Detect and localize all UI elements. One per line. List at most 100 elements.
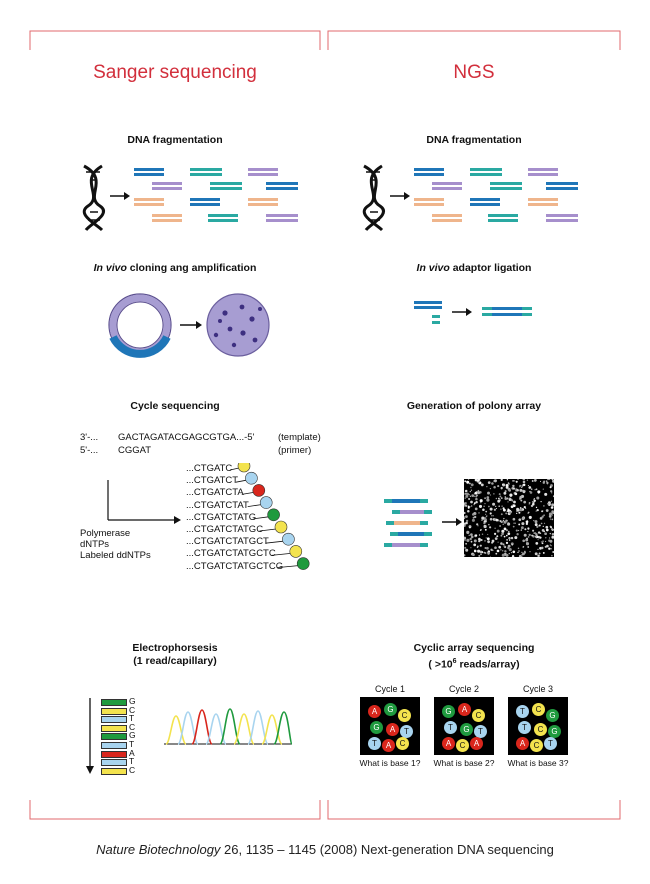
polony-array-title: Generation of polony array <box>406 400 542 412</box>
product-connector <box>259 528 277 532</box>
gel-band-bar <box>101 742 127 749</box>
gel-band: C <box>101 704 141 715</box>
product-connector <box>241 492 254 495</box>
bead: C <box>396 737 409 750</box>
gel-band-bar <box>101 699 127 706</box>
gel-band: G <box>101 696 141 706</box>
gel-band-bar <box>101 716 127 724</box>
bead: T <box>368 737 381 750</box>
product-connector <box>235 479 247 483</box>
sequencing-product: ...CTGATCT <box>186 475 239 487</box>
petri-dish-icon <box>206 293 270 357</box>
ngs-fragmentation-diagram <box>362 164 578 232</box>
polony-array-image <box>464 479 554 557</box>
labeled-ddntp-dot <box>274 520 288 534</box>
bead: G <box>442 705 455 718</box>
bead: G <box>548 725 561 738</box>
reagent-polymerase: Polymerase <box>80 528 131 539</box>
cycle-sequencing-title: Cycle sequencing <box>130 400 220 412</box>
labeled-ddntp-dot <box>252 484 266 497</box>
product-connector <box>247 504 262 507</box>
bead: A <box>470 737 483 750</box>
labeled-ddntp-dot <box>296 557 310 570</box>
ngs-adaptor-diagram <box>414 301 532 324</box>
labeled-ddntp-dot <box>289 545 303 558</box>
citation-details: 26, 1135 – 1145 (2008) Next-generation D… <box>220 842 554 857</box>
primer-line: 5'-...CGGAT(primer) <box>80 445 311 456</box>
cycle-question: What is base 1? <box>359 758 421 768</box>
bead: A <box>368 705 381 718</box>
bead: A <box>386 723 399 736</box>
reagent-dntps: dNTPs <box>80 539 110 550</box>
bead: T <box>400 725 413 738</box>
labeled-ddntp-dot <box>245 471 258 485</box>
bead: T <box>544 737 557 750</box>
gel-band-base: C <box>129 721 136 732</box>
template-prefix: 3'-... <box>80 432 99 443</box>
bead: T <box>516 705 529 718</box>
bead: C <box>530 739 543 752</box>
polony-fragments <box>384 499 432 547</box>
product-connector <box>277 565 299 568</box>
sanger-cloning-diagram <box>108 293 270 358</box>
gel-band-base: G <box>129 696 136 706</box>
sanger-panel-title: Sanger sequencing <box>93 62 257 83</box>
gel-band-bar <box>101 707 127 715</box>
template-line: 3'-...GACTAGATACGAGCGTGA...-5'(template) <box>80 432 321 443</box>
gel-band-bar <box>101 759 127 767</box>
cyclic-array-title: Cyclic array sequencing ( >106 reads/arr… <box>413 642 535 671</box>
arrow-right-icon <box>452 308 472 316</box>
ngs-panel-title: NGS <box>453 62 495 83</box>
gel-band: C <box>101 721 141 732</box>
reagent-list: Polymerase dNTPs Labeled ddNTPs <box>80 528 151 561</box>
dna-helix-icon <box>362 164 385 232</box>
sequencing-products: ...CTGATC...CTGATCT...CTGATCTA...CTGATCT… <box>186 463 326 583</box>
gel-band-base: C <box>129 764 136 775</box>
gel-band-base: C <box>129 704 136 715</box>
gel-band-bar <box>101 733 127 741</box>
product-connector <box>253 516 269 520</box>
gel-band: A <box>101 747 141 758</box>
fragment-with-adaptors <box>414 301 442 324</box>
sequencing-product: ...CTGATCTA <box>186 487 244 499</box>
gel-band: G <box>101 731 141 741</box>
sequencing-product: ...CTGATC <box>186 463 233 474</box>
sequencing-product: ...CTGATCTATGCTC <box>186 548 276 560</box>
sequencing-product: ...CTGATCTAT <box>186 499 249 511</box>
citation-journal: Nature Biotechnology <box>96 842 221 857</box>
plasmid-icon <box>108 293 172 358</box>
ligated-fragment <box>482 307 532 316</box>
chromatogram-trace <box>164 708 293 745</box>
bead: C <box>532 703 545 716</box>
bead: C <box>472 709 485 722</box>
bead: T <box>518 721 531 734</box>
bead: T <box>444 721 457 734</box>
bead: G <box>546 709 559 722</box>
gel-band-base: A <box>129 747 135 758</box>
labeled-ddntp-dot <box>259 496 273 509</box>
product-connectors <box>229 463 310 570</box>
product-connector <box>271 553 291 556</box>
bead: C <box>398 709 411 722</box>
sanger-fragmentation-diagram <box>82 164 298 232</box>
reagent-ddntps: Labeled ddNTPs <box>80 550 151 561</box>
gel-band: T <box>101 740 141 749</box>
bead: A <box>516 737 529 750</box>
gel-band: T <box>101 757 141 767</box>
reaction-arrow <box>107 480 181 524</box>
bead: T <box>474 725 487 738</box>
electrophoresis-arrow <box>86 698 94 774</box>
cycle-question: What is base 2? <box>433 758 495 768</box>
gel-band-base: T <box>129 713 135 724</box>
cycle-label: Cycle 3 <box>522 684 553 694</box>
bead: A <box>442 737 455 750</box>
bead: A <box>458 703 471 716</box>
sequencing-product: ...CTGATCTATGCTCG <box>186 560 284 572</box>
bead: G <box>384 703 397 716</box>
citation: Nature Biotechnology 26, 1135 – 1145 (20… <box>0 842 650 857</box>
electrophoresis-title: Electrophorsesis (1 read/capillary) <box>132 642 218 667</box>
ngs-adaptor-title: In vivo adaptor ligation <box>416 262 532 274</box>
